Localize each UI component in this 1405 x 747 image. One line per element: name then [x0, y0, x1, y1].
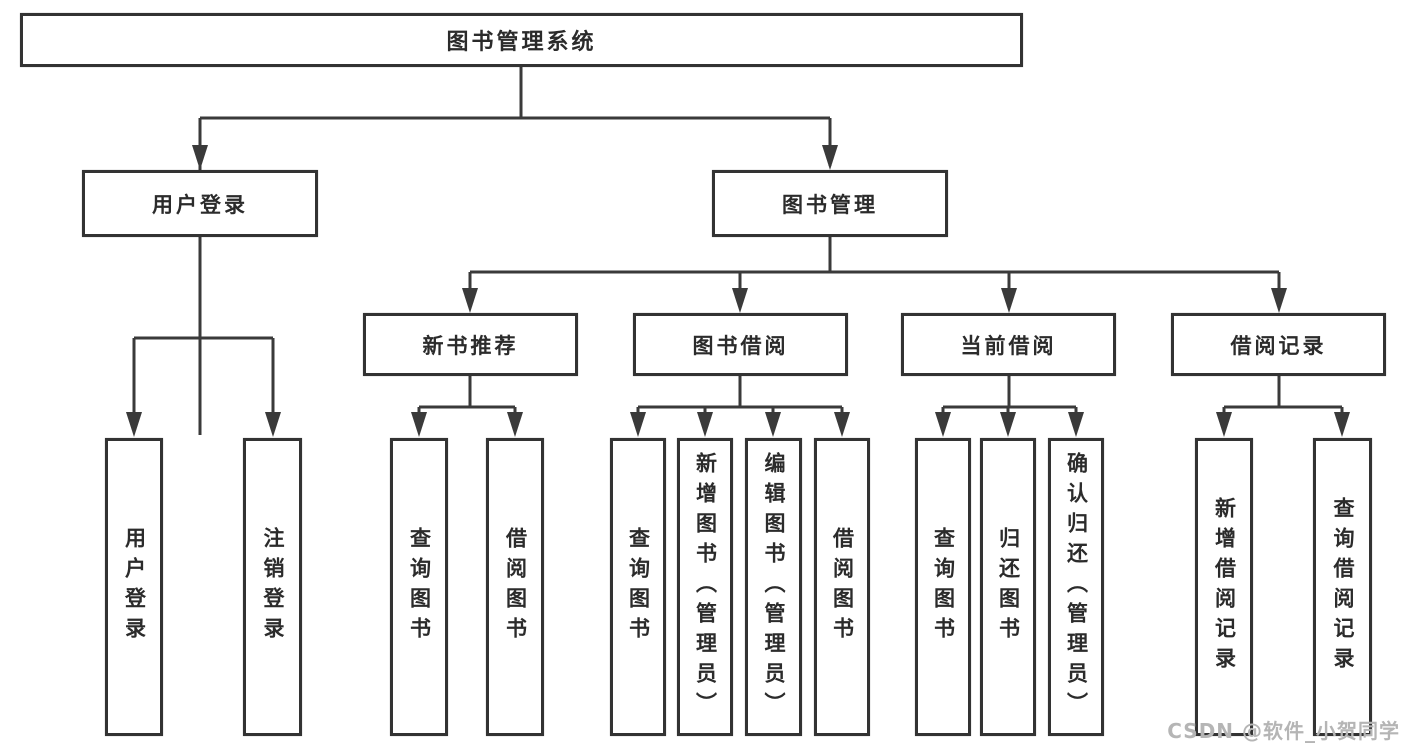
leaf-query-book-borrow: 查询图书 [610, 438, 666, 736]
node-book-management-label: 图书管理 [782, 192, 878, 217]
leaf-query-book-current: 查询图书 [915, 438, 971, 736]
leaf-edit-book-admin-label: 编辑图书（管理员） [762, 452, 786, 722]
connector-bookborrow-to-leaves [630, 376, 850, 437]
arrowhead [822, 145, 838, 170]
leaf-query-borrow-record-label: 查询借阅记录 [1331, 497, 1355, 677]
arrowhead [507, 412, 523, 437]
connector-root-to-level2 [192, 67, 838, 435]
arrowhead [1000, 412, 1016, 437]
arrowhead [697, 412, 713, 437]
csdn-watermark: CSDN @软件_小贺同学 [1167, 719, 1400, 743]
node-book-borrow: 图书借阅 [633, 313, 848, 376]
leaf-user-login: 用户登录 [105, 438, 163, 736]
connector-userlogin-to-leaves [126, 237, 281, 437]
arrowhead [1334, 412, 1350, 437]
leaf-query-borrow-record: 查询借阅记录 [1313, 438, 1372, 736]
node-book-borrow-label: 图书借阅 [692, 333, 789, 358]
connector-records-to-leaves [1216, 376, 1350, 437]
leaf-add-borrow-record-label: 新增借阅记录 [1212, 497, 1237, 677]
arrowhead [834, 412, 850, 437]
leaf-query-book-recommend-label: 查询图书 [407, 527, 432, 647]
leaf-return-book: 归还图书 [980, 438, 1036, 736]
arrowhead [935, 412, 951, 437]
connector-newbook-to-leaves [411, 376, 523, 437]
leaf-user-login-label: 用户登录 [122, 527, 147, 647]
connector-currentborrow-to-leaves [935, 376, 1084, 437]
arrowhead [765, 412, 781, 437]
connector-bookmgmt-to-level3 [462, 237, 1287, 313]
leaf-confirm-return-admin: 确认归还（管理员） [1048, 438, 1104, 736]
leaf-edit-book-admin: 编辑图书（管理员） [745, 438, 802, 736]
node-new-book-recommend: 新书推荐 [363, 313, 578, 376]
leaf-confirm-return-admin-label: 确认归还（管理员） [1064, 452, 1089, 722]
node-root-label: 图书管理系统 [446, 30, 597, 55]
leaf-add-book-admin-label: 新增图书（管理员） [693, 452, 718, 722]
node-current-borrow: 当前借阅 [901, 313, 1116, 376]
leaf-query-book-borrow-label: 查询图书 [626, 527, 651, 647]
arrowhead [462, 288, 478, 313]
leaf-borrow-book-recommend-label: 借阅图书 [503, 527, 528, 647]
node-borrow-records-label: 借阅记录 [1230, 333, 1327, 358]
arrowhead [411, 412, 427, 437]
leaf-query-book-recommend: 查询图书 [390, 438, 448, 736]
leaf-logout: 注销登录 [243, 438, 302, 736]
arrowhead [192, 145, 208, 170]
node-new-book-recommend-label: 新书推荐 [422, 333, 519, 358]
leaf-add-borrow-record: 新增借阅记录 [1195, 438, 1253, 736]
arrowhead [1216, 412, 1232, 437]
arrowhead [1001, 288, 1017, 313]
node-book-management: 图书管理 [712, 170, 948, 237]
leaf-query-book-current-label: 查询图书 [931, 527, 956, 647]
arrowhead [126, 412, 142, 437]
node-user-login: 用户登录 [82, 170, 318, 237]
leaf-return-book-label: 归还图书 [996, 527, 1021, 647]
leaf-add-book-admin: 新增图书（管理员） [677, 438, 733, 736]
leaf-logout-label: 注销登录 [261, 527, 285, 647]
arrowhead [732, 288, 748, 313]
node-root: 图书管理系统 [20, 13, 1023, 67]
leaf-borrow-book-label: 借阅图书 [830, 527, 855, 647]
node-borrow-records: 借阅记录 [1171, 313, 1386, 376]
arrowhead [265, 412, 281, 437]
arrowhead [1068, 412, 1084, 437]
arrowhead [630, 412, 646, 437]
leaf-borrow-book: 借阅图书 [814, 438, 870, 736]
leaf-borrow-book-recommend: 借阅图书 [486, 438, 544, 736]
node-current-borrow-label: 当前借阅 [960, 333, 1057, 358]
node-user-login-label: 用户登录 [152, 192, 248, 217]
arrowhead [1271, 288, 1287, 313]
